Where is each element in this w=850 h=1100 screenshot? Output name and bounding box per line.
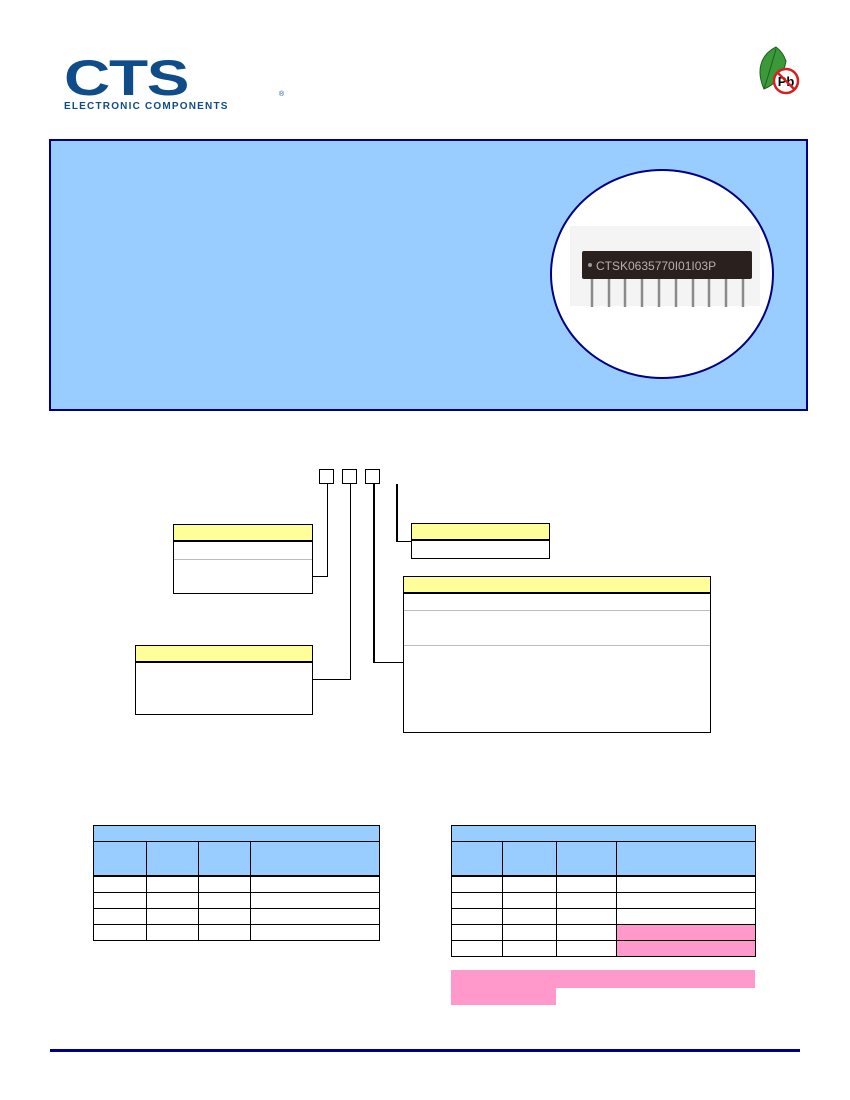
table-row xyxy=(451,940,756,957)
table-2-col-header xyxy=(616,841,756,877)
table-cell xyxy=(556,908,617,925)
code-box-d-row xyxy=(404,594,710,611)
table-row xyxy=(93,875,380,893)
table-cell-highlighted xyxy=(616,940,756,957)
table-2-note xyxy=(451,970,755,988)
connector-line-a-h xyxy=(312,576,328,577)
product-photo-frame: CTSK0635770I01I03P xyxy=(550,169,774,379)
table-2-col-header xyxy=(451,841,503,877)
table-row xyxy=(451,892,756,909)
resistor-network-sip-photo: CTSK0635770I01I03P xyxy=(570,226,760,307)
code-box-a-row xyxy=(174,560,312,594)
part-marking: CTSK0635770I01I03P xyxy=(596,259,716,273)
code-box-b-row xyxy=(412,541,549,557)
table-cell xyxy=(146,892,199,909)
code-box-c-row xyxy=(136,663,312,688)
footer-rule xyxy=(50,1049,800,1052)
logo-tagline: ELECTRONIC COMPONENTS xyxy=(64,101,229,112)
table-row xyxy=(93,908,380,925)
digit-box-2 xyxy=(342,469,357,484)
lead-free-badge: Pb xyxy=(754,45,802,97)
table-row xyxy=(93,892,380,909)
table-cell xyxy=(451,908,503,925)
spec-table-1 xyxy=(93,825,380,941)
table-cell xyxy=(616,875,756,893)
table-1-col-header xyxy=(198,841,251,877)
table-cell xyxy=(146,924,199,941)
table-cell xyxy=(250,892,380,909)
table-cell xyxy=(146,875,199,893)
logo-brand: CTS xyxy=(64,50,189,106)
table-cell xyxy=(556,875,617,893)
table-cell xyxy=(250,924,380,941)
table-cell xyxy=(502,940,557,957)
table-2-col-header xyxy=(556,841,617,877)
table-cell xyxy=(93,924,147,941)
table-row xyxy=(93,924,380,941)
code-box-c-title xyxy=(136,646,312,663)
code-box-a-row xyxy=(174,542,312,560)
table-1-col-header xyxy=(250,841,380,877)
digit-box-1 xyxy=(319,469,334,484)
table-cell xyxy=(502,892,557,909)
table-cell xyxy=(616,892,756,909)
connector-line-a xyxy=(327,484,328,577)
code-box-d-title xyxy=(404,577,710,594)
connector-line-d-h xyxy=(396,541,412,542)
table-cell xyxy=(198,924,251,941)
lead-free-leaf-icon: Pb xyxy=(759,46,800,95)
registered-mark: ® xyxy=(279,91,285,98)
code-box-a-title xyxy=(174,525,312,542)
code-box-d xyxy=(403,576,711,733)
table-cell xyxy=(556,940,617,957)
connector-line-b xyxy=(350,484,351,680)
code-box-c xyxy=(135,645,313,715)
connector-line-c xyxy=(373,484,375,663)
code-box-d-row xyxy=(404,646,710,732)
table-cell xyxy=(451,892,503,909)
table-cell xyxy=(146,908,199,925)
table-cell xyxy=(250,875,380,893)
table-2-note-continuation xyxy=(451,988,556,1005)
table-cell xyxy=(451,875,503,893)
digit-box-3 xyxy=(365,469,380,484)
table-cell xyxy=(451,924,503,941)
spec-table-2 xyxy=(451,825,756,957)
table-2-col-header xyxy=(502,841,557,877)
connector-line-b-h xyxy=(312,679,351,680)
table-cell xyxy=(198,892,251,909)
code-box-b xyxy=(411,523,550,559)
table-1-col-header xyxy=(146,841,199,877)
table-row xyxy=(451,924,756,941)
table-cell xyxy=(93,908,147,925)
table-cell xyxy=(616,908,756,925)
table-2-title xyxy=(451,825,756,842)
table-cell xyxy=(502,908,557,925)
code-box-b-title xyxy=(412,524,549,541)
table-cell xyxy=(556,892,617,909)
table-1-title xyxy=(93,825,380,842)
table-cell xyxy=(502,924,557,941)
connector-line-d xyxy=(396,484,398,542)
table-cell xyxy=(198,908,251,925)
connector-line-c-h xyxy=(373,662,404,663)
table-row xyxy=(451,875,756,893)
code-box-a xyxy=(173,524,313,594)
code-box-d-row xyxy=(404,611,710,646)
table-cell xyxy=(502,875,557,893)
table-cell xyxy=(93,892,147,909)
table-cell xyxy=(93,875,147,893)
table-1-col-header xyxy=(93,841,147,877)
table-cell xyxy=(451,940,503,957)
code-box-c-row xyxy=(136,688,312,713)
table-cell xyxy=(198,875,251,893)
table-cell-highlighted xyxy=(616,924,756,941)
table-cell xyxy=(250,908,380,925)
table-cell xyxy=(556,924,617,941)
table-row xyxy=(451,908,756,925)
cts-logo: CTS ® ELECTRONIC COMPONENTS xyxy=(64,50,284,117)
